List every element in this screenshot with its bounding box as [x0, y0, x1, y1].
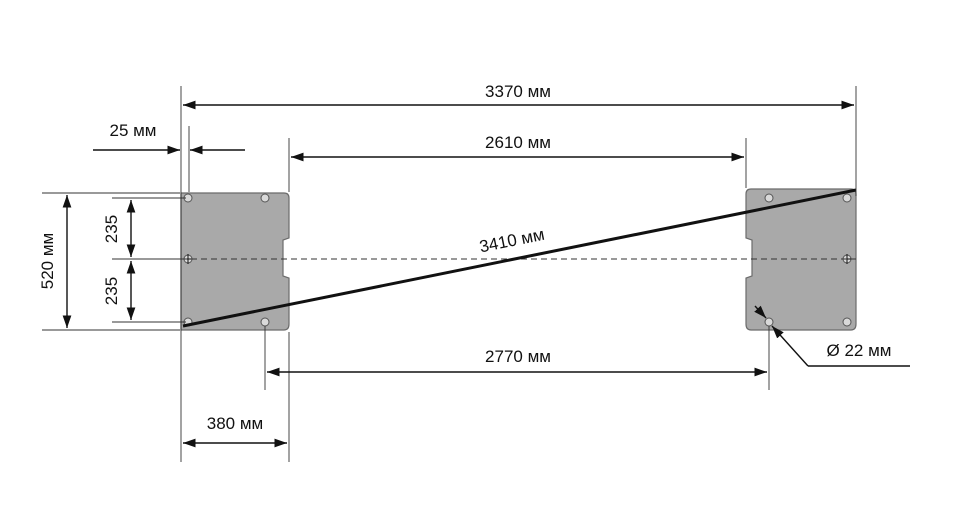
dimension-offset: 25 мм	[93, 121, 245, 155]
dimension-hole-diameter: Ø 22 мм	[754, 305, 910, 367]
arrow-head-icon	[771, 325, 809, 367]
dimension-hole-diameter-label: Ø 22 мм	[827, 341, 892, 360]
dimension-plate-width-label: 380 мм	[207, 414, 263, 433]
dimension-half-lower: 235	[102, 261, 136, 320]
dimension-inner-gap: 2610 мм	[291, 133, 744, 162]
dimension-plate-depth: 520 мм	[38, 195, 72, 328]
dimension-plate-width: 380 мм	[183, 414, 287, 448]
dimension-inner-gap-label: 2610 мм	[485, 133, 551, 152]
diagonal-line	[182, 188, 857, 328]
bolt-hole-icon	[260, 193, 270, 203]
dimension-half-upper: 235	[102, 200, 136, 257]
extension-lines	[42, 86, 857, 462]
arrow-head-icon	[754, 305, 767, 319]
dimension-diagonal-label: 3410 мм	[478, 225, 546, 257]
bolt-hole-icon	[260, 317, 270, 327]
bolt-hole-icon	[842, 193, 852, 203]
dimension-half-upper-label: 235	[102, 215, 121, 243]
dimension-overall-width: 3370 мм	[183, 82, 854, 110]
dimension-hole-spacing-label: 2770 мм	[485, 347, 551, 366]
dimension-offset-label: 25 мм	[109, 121, 156, 140]
bolt-hole-icon	[764, 193, 774, 203]
bolt-hole-icon	[764, 317, 774, 327]
dimension-overall-width-label: 3370 мм	[485, 82, 551, 101]
left-base-plate	[180, 192, 290, 331]
dimension-half-lower-label: 235	[102, 277, 121, 305]
bolt-hole-icon	[842, 317, 852, 327]
dimension-plate-depth-label: 520 мм	[38, 233, 57, 289]
dimension-hole-spacing: 2770 мм	[267, 347, 767, 377]
